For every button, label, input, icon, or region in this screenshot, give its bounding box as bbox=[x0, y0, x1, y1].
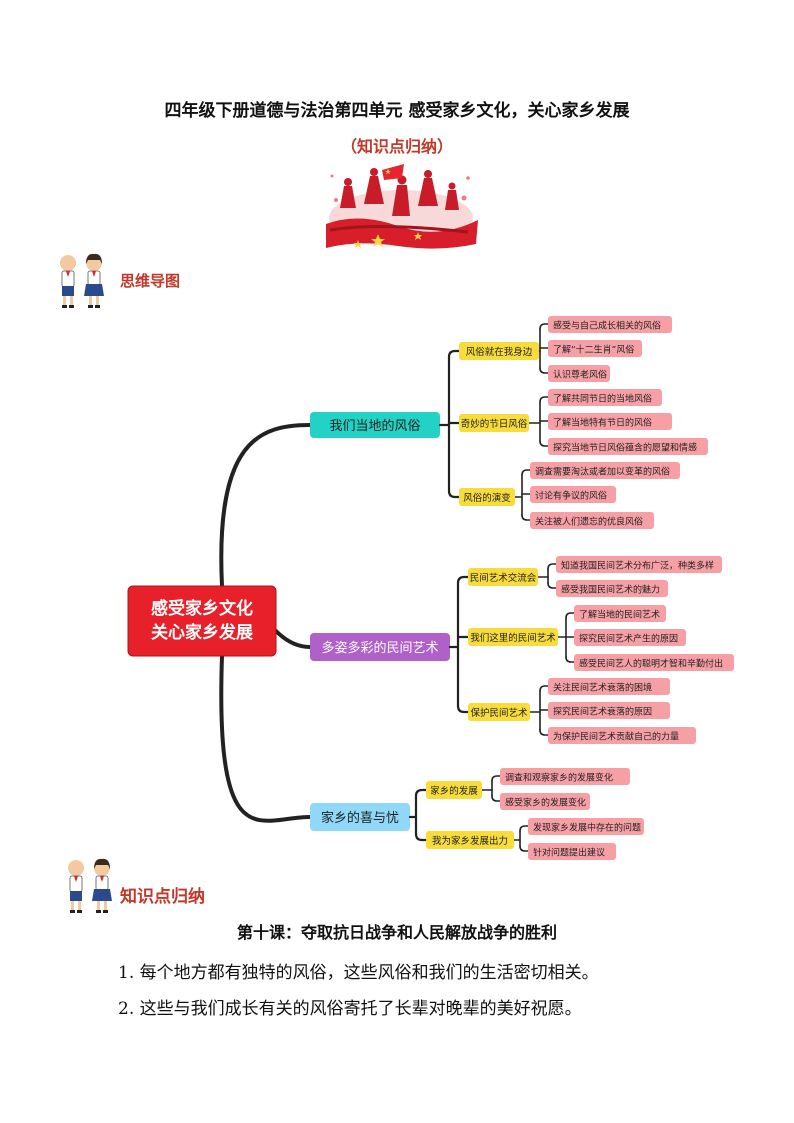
svg-text:感受民间艺人的聪明才智和辛勤付出: 感受民间艺人的聪明才智和辛勤付出 bbox=[579, 658, 723, 670]
mindmap-group: 奇妙的节日风俗 bbox=[459, 414, 529, 432]
mindmap-leaf: 调查和观察家乡的发展变化 bbox=[500, 768, 630, 785]
students-icon-2 bbox=[68, 858, 112, 913]
svg-text:调查和观察家乡的发展变化: 调查和观察家乡的发展变化 bbox=[505, 772, 613, 784]
mindmap-group: 风俗就在我身边 bbox=[459, 342, 539, 360]
svg-text:关注被人们遗忘的优良风俗: 关注被人们遗忘的优良风俗 bbox=[535, 516, 643, 528]
lesson-title: 第十课：夺取抗日战争和人民解放战争的胜利 bbox=[236, 923, 557, 942]
svg-text:讨论有争议的风俗: 讨论有争议的风俗 bbox=[535, 490, 607, 502]
mindmap-leaf: 了解当地的民间艺术 bbox=[574, 605, 666, 622]
mindmap-leaf: 关注民间艺术衰落的困境 bbox=[548, 678, 670, 695]
knowledge-section-label: 知识点归纳 bbox=[120, 887, 205, 907]
mind-map: 感受家乡文化关心家乡发展我们当地的风俗风俗就在我身边感受与自己成长相关的风俗了解… bbox=[127, 316, 734, 860]
mindmap-leaf: 为保护民间艺术贡献自己的力量 bbox=[548, 727, 696, 744]
mindmap-leaf: 感受民间艺人的聪明才智和辛勤付出 bbox=[574, 654, 734, 671]
svg-text:我们这里的民间艺术: 我们这里的民间艺术 bbox=[470, 632, 556, 644]
mindmap-group: 风俗的演变 bbox=[459, 488, 515, 506]
svg-text:感受我国民间艺术的魅力: 感受我国民间艺术的魅力 bbox=[561, 584, 660, 596]
mindmap-branch: 我们当地的风俗 bbox=[310, 412, 440, 438]
svg-text:发现家乡发展中存在的问题: 发现家乡发展中存在的问题 bbox=[533, 822, 641, 834]
svg-text:家乡的喜与忧: 家乡的喜与忧 bbox=[321, 810, 399, 826]
mindmap-leaf: 感受家乡的发展变化 bbox=[500, 793, 590, 810]
svg-text:感受家乡文化: 感受家乡文化 bbox=[151, 598, 253, 619]
svg-text:关心家乡发展: 关心家乡发展 bbox=[151, 622, 253, 643]
svg-text:风俗的演变: 风俗的演变 bbox=[463, 492, 511, 504]
mindmap-leaf: 探究民间艺术衰落的原因 bbox=[548, 702, 670, 719]
mindmap-group: 民间艺术交流会 bbox=[468, 568, 538, 586]
mindmap-leaf: 了解“十二生肖”风俗 bbox=[548, 340, 642, 357]
svg-text:民间艺术交流会: 民间艺术交流会 bbox=[470, 572, 537, 584]
svg-text:多姿多彩的民间艺术: 多姿多彩的民间艺术 bbox=[321, 640, 438, 656]
mindmap-leaf: 了解共同节日的当地风俗 bbox=[548, 389, 662, 406]
mindmap-leaf: 调查需要淘汰或者加以变革的风俗 bbox=[530, 462, 680, 479]
mindmap-group: 保护民间艺术 bbox=[468, 703, 530, 721]
mindmap-section-label: 思维导图 bbox=[120, 272, 181, 290]
mindmap-group: 家乡的发展 bbox=[426, 781, 482, 799]
svg-text:感受与自己成长相关的风俗: 感受与自己成长相关的风俗 bbox=[553, 320, 661, 332]
svg-text:家乡的发展: 家乡的发展 bbox=[430, 785, 478, 797]
svg-text:感受家乡的发展变化: 感受家乡的发展变化 bbox=[505, 797, 586, 809]
mindmap-leaf: 感受我国民间艺术的魅力 bbox=[556, 580, 668, 597]
students-icon bbox=[60, 253, 104, 308]
svg-text:针对问题提出建议: 针对问题提出建议 bbox=[533, 847, 605, 859]
svg-text:为保护民间艺术贡献自己的力量: 为保护民间艺术贡献自己的力量 bbox=[553, 731, 679, 743]
svg-text:知道我国民间艺术分布广泛，种类多样: 知道我国民间艺术分布广泛，种类多样 bbox=[561, 560, 714, 572]
svg-text:我为家乡发展出力: 我为家乡发展出力 bbox=[432, 835, 508, 847]
svg-text:了解当地特有节日的风俗: 了解当地特有节日的风俗 bbox=[553, 417, 652, 429]
svg-text:了解当地的民间艺术: 了解当地的民间艺术 bbox=[579, 609, 660, 621]
svg-text:了解“十二生肖”风俗: 了解“十二生肖”风俗 bbox=[553, 344, 634, 356]
svg-text:调查需要淘汰或者加以变革的风俗: 调查需要淘汰或者加以变革的风俗 bbox=[535, 466, 670, 478]
page-subtitle: （知识点归纳） bbox=[340, 137, 453, 156]
mindmap-leaf: 探究当地节日风俗蕴含的愿望和情感 bbox=[548, 438, 708, 455]
mindmap-leaf: 发现家乡发展中存在的问题 bbox=[528, 818, 644, 835]
svg-text:探究当地节日风俗蕴含的愿望和情感: 探究当地节日风俗蕴含的愿望和情感 bbox=[553, 442, 697, 454]
svg-text:我们当地的风俗: 我们当地的风俗 bbox=[329, 418, 420, 434]
mindmap-branch: 多姿多彩的民间艺术 bbox=[310, 633, 450, 661]
mindmap-leaf: 知道我国民间艺术分布广泛，种类多样 bbox=[556, 556, 722, 573]
svg-text:关注民间艺术衰落的困境: 关注民间艺术衰落的困境 bbox=[553, 682, 652, 694]
mindmap-leaf: 讨论有争议的风俗 bbox=[530, 486, 616, 503]
svg-text:奇妙的节日风俗: 奇妙的节日风俗 bbox=[461, 418, 528, 430]
svg-text:风俗就在我身边: 风俗就在我身边 bbox=[466, 346, 533, 358]
svg-text:认识尊老风俗: 认识尊老风俗 bbox=[553, 369, 607, 381]
mindmap-leaf: 感受与自己成长相关的风俗 bbox=[548, 316, 672, 333]
mindmap-group: 我们这里的民间艺术 bbox=[468, 628, 558, 646]
knowledge-point-1: 1. 每个地方都有独特的风俗，这些风俗和我们的生活密切相关。 bbox=[118, 963, 599, 983]
mindmap-leaf: 关注被人们遗忘的优良风俗 bbox=[530, 512, 654, 529]
mindmap-branch: 家乡的喜与忧 bbox=[310, 803, 410, 831]
svg-text:探究民间艺术产生的原因: 探究民间艺术产生的原因 bbox=[579, 633, 678, 645]
mindmap-group: 我为家乡发展出力 bbox=[426, 831, 514, 849]
celebration-banner-image bbox=[326, 164, 478, 249]
mindmap-leaf: 探究民间艺术产生的原因 bbox=[574, 629, 686, 646]
svg-text:了解共同节日的当地风俗: 了解共同节日的当地风俗 bbox=[553, 393, 652, 405]
mindmap-leaf: 认识尊老风俗 bbox=[548, 365, 610, 382]
mindmap-leaf: 了解当地特有节日的风俗 bbox=[548, 413, 672, 430]
svg-text:保护民间艺术: 保护民间艺术 bbox=[470, 707, 528, 719]
mindmap-leaf: 针对问题提出建议 bbox=[528, 843, 616, 860]
page-title: 四年级下册道德与法治第四单元 感受家乡文化，关心家乡发展 bbox=[164, 101, 630, 121]
knowledge-point-2: 2. 这些与我们成长有关的风俗寄托了长辈对晚辈的美好祝愿。 bbox=[118, 999, 582, 1019]
svg-text:探究民间艺术衰落的原因: 探究民间艺术衰落的原因 bbox=[553, 706, 652, 718]
